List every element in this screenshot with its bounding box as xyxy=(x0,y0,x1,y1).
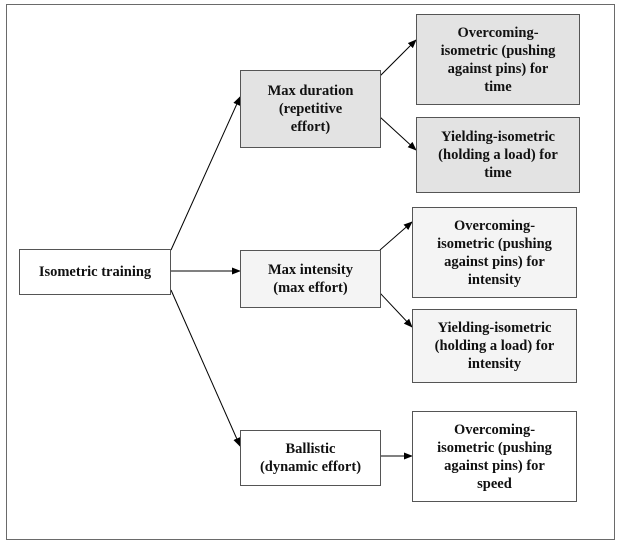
node-label: Yielding-isometric (holding a load) for … xyxy=(438,129,558,181)
node-label: Yielding-isometric (holding a load) for … xyxy=(434,320,555,372)
node-max-intensity: Max intensity (max effort) xyxy=(240,250,381,308)
node-max-duration: Max duration (repetitive effort) xyxy=(240,70,381,148)
arrow-intensity-to-yielding-intensity xyxy=(379,292,413,328)
node-label: Ballistic (dynamic effort) xyxy=(259,441,362,475)
node-label: Overcoming- isometric (pushing against p… xyxy=(437,217,552,288)
arrow-duration-to-yielding-time xyxy=(379,116,417,151)
arrow-root-to-duration xyxy=(170,96,241,251)
node-overcoming-time: Overcoming- isometric (pushing against p… xyxy=(416,14,580,105)
node-yielding-time: Yielding-isometric (holding a load) for … xyxy=(416,117,580,193)
node-label: Overcoming- isometric (pushing against p… xyxy=(437,421,552,492)
node-label: Overcoming- isometric (pushing against p… xyxy=(440,24,556,95)
arrow-duration-to-overcoming-time xyxy=(379,39,417,77)
node-label: Max intensity (max effort) xyxy=(268,262,353,296)
node-isometric-training: Isometric training xyxy=(19,249,171,295)
arrow-root-to-ballistic xyxy=(170,289,241,447)
node-overcoming-speed: Overcoming- isometric (pushing against p… xyxy=(412,411,577,502)
arrow-intensity-to-overcoming-intensity xyxy=(379,221,413,251)
node-label: Isometric training xyxy=(38,264,152,280)
node-label: Max duration (repetitive effort) xyxy=(267,83,354,135)
node-ballistic: Ballistic (dynamic effort) xyxy=(240,430,381,486)
node-overcoming-intensity: Overcoming- isometric (pushing against p… xyxy=(412,207,577,298)
node-yielding-intensity: Yielding-isometric (holding a load) for … xyxy=(412,309,577,383)
